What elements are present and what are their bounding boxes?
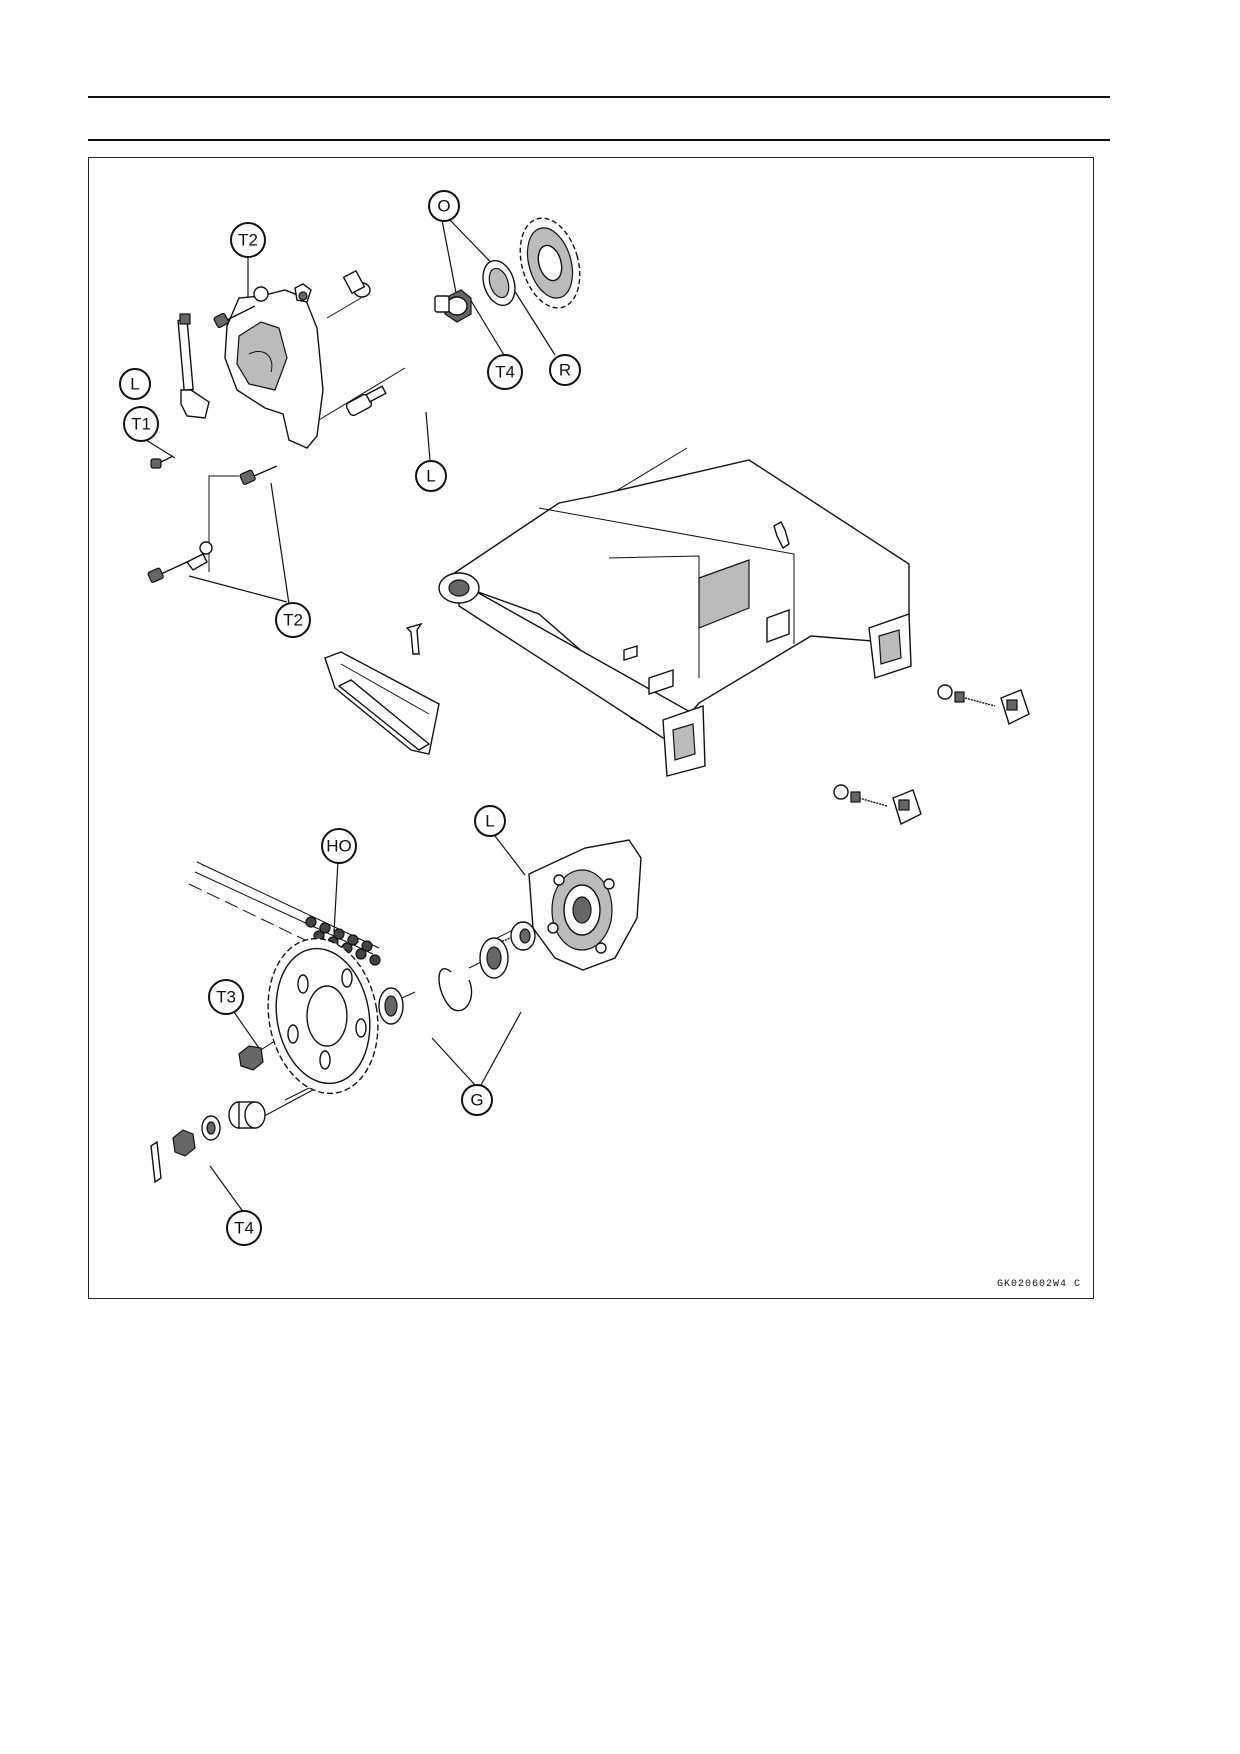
- callout-text: HO: [326, 837, 352, 856]
- coupling-bearing: [479, 937, 509, 979]
- coupling-collar: [510, 921, 536, 951]
- callout-text: T3: [216, 988, 236, 1007]
- axle-washer: [201, 1115, 221, 1141]
- callout-text: R: [559, 361, 571, 380]
- axle-nut: [172, 1129, 196, 1157]
- callout-text: T4: [234, 1219, 254, 1238]
- axle-collar: [228, 1101, 266, 1129]
- cotter-pin: [150, 1140, 162, 1184]
- callout-text: G: [470, 1091, 483, 1110]
- chain-guard-bolt-lower: [239, 465, 278, 485]
- callout-r: R: [549, 354, 581, 386]
- callout-t4-bottom: T4: [226, 1210, 262, 1246]
- engine-sprocket: [519, 217, 581, 309]
- drive-chain: [188, 861, 381, 967]
- rear-sprocket-nut: [238, 1045, 264, 1071]
- chain-adjuster-bolt-right: [937, 684, 1030, 725]
- rear-sprocket: [267, 937, 379, 1095]
- callout-text: T2: [238, 231, 258, 250]
- chain-slipper: [324, 651, 440, 755]
- callout-text: L: [485, 812, 494, 831]
- engine-sprocket-nut: [434, 289, 472, 323]
- chain-adjuster-bolt-left: [833, 784, 922, 825]
- header-rule-bottom: [88, 139, 1110, 141]
- callout-t2-bottom: T2: [275, 602, 311, 638]
- callout-ho: HO: [321, 828, 357, 864]
- chain-guard-bolt-top: [213, 305, 256, 329]
- callout-o: O: [428, 190, 460, 222]
- callout-t3: T3: [208, 979, 244, 1015]
- grease-fitting: [773, 521, 790, 550]
- chain-slipper-screw: [405, 622, 423, 655]
- callout-t4-top: T4: [487, 354, 523, 390]
- figure-code: GK020602W4 C: [996, 1279, 1081, 1290]
- rear-sprocket-coupling: [528, 839, 642, 971]
- callout-text: T4: [495, 363, 515, 382]
- callout-text: O: [437, 197, 450, 216]
- callout-text: T1: [131, 415, 151, 434]
- engine-sprocket-washer: [482, 259, 516, 307]
- callout-t2-top: T2: [230, 222, 266, 258]
- grease-seal: [378, 987, 404, 1025]
- callout-l-mid: L: [415, 460, 447, 492]
- callout-text: T2: [283, 611, 303, 630]
- callout-g: G: [461, 1084, 493, 1116]
- chain-guard-assembly: [224, 283, 324, 449]
- chain-guard-collar: [345, 385, 387, 417]
- chain-guard-bracket-bolt: [147, 541, 213, 583]
- callout-text: L: [426, 467, 435, 486]
- header-rule-top: [88, 96, 1110, 98]
- chain-guard-spacer: [342, 269, 371, 298]
- callout-t1: T1: [123, 406, 159, 442]
- circlip: [438, 968, 473, 1012]
- clutch-push-rod: [177, 313, 210, 419]
- clutch-lever-bolt: [150, 455, 174, 469]
- swingarm: [438, 459, 912, 777]
- callout-text: L: [130, 375, 139, 394]
- callout-l-hub: L: [474, 805, 506, 837]
- callout-l-left: L: [119, 368, 151, 400]
